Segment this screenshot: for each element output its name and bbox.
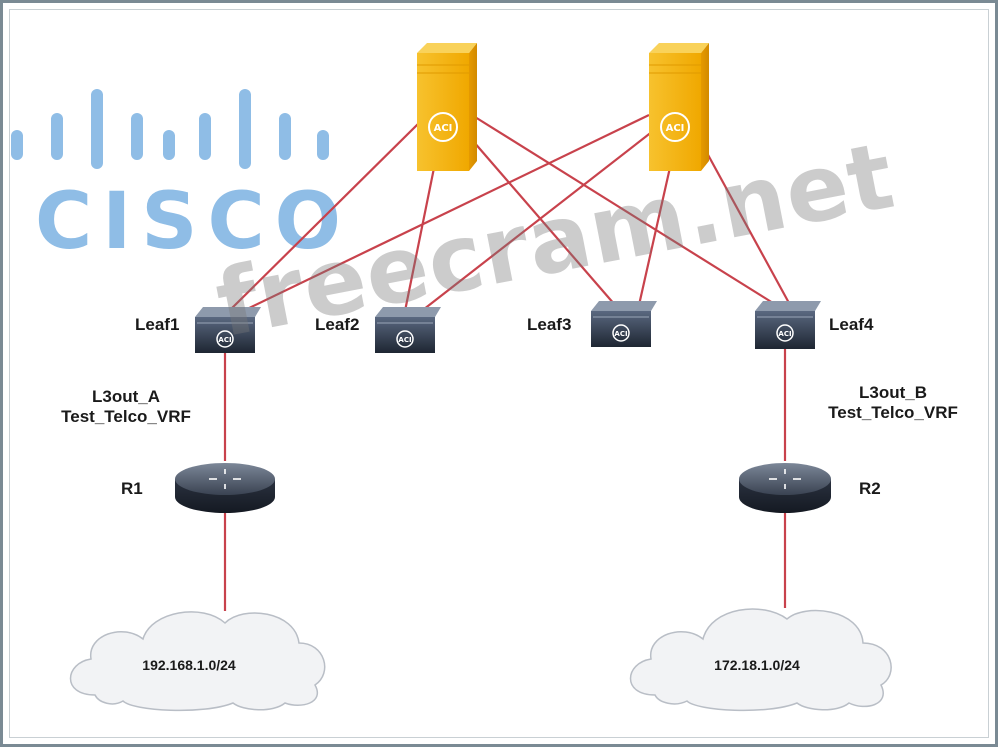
leaf2-label: Leaf2 xyxy=(315,315,360,334)
router-r2-label: R2 xyxy=(859,479,881,498)
cloud-left-shape xyxy=(69,611,326,712)
leaf-switch-1: ACI xyxy=(195,307,261,353)
router-r1 xyxy=(175,463,275,513)
link-spine1-leaf1 xyxy=(228,120,422,312)
link-spine2-leaf4 xyxy=(706,152,790,304)
l3out-a-vrf: Test_Telco_VRF xyxy=(61,406,191,426)
spine2-badge: ACI xyxy=(666,123,685,134)
link-spine1-leaf2 xyxy=(403,162,437,312)
l3out-b-block: L3out_B Test_Telco_VRF xyxy=(808,383,978,422)
cisco-logo-bars xyxy=(11,89,329,169)
router-r1-arrows-icon xyxy=(209,469,241,489)
leaf3-label: Leaf3 xyxy=(527,315,572,334)
leaf-switch-3: ACI xyxy=(591,301,657,347)
link-spine2-leaf3 xyxy=(637,162,673,306)
router-r1-label: R1 xyxy=(121,479,143,498)
cloud-right-subnet: 172.18.1.0/24 xyxy=(714,657,800,673)
link-spine1-leaf3 xyxy=(472,140,616,306)
leaf4-label: Leaf4 xyxy=(829,315,874,334)
link-spine2-leaf2 xyxy=(418,130,654,314)
link-spine2-leaf1 xyxy=(242,114,650,312)
spine-switch-1: ACI xyxy=(417,43,477,171)
leaf1-label: Leaf1 xyxy=(135,315,180,334)
router-r2 xyxy=(739,463,831,513)
topology-svg: ACI ACI ACI ACI xyxy=(69,43,892,712)
link-spine1-leaf4 xyxy=(474,116,774,304)
cisco-logo-word: CISCO xyxy=(35,177,351,267)
fabric-links xyxy=(223,114,790,611)
cloud-right-shape xyxy=(629,608,892,712)
router-r2-arrows-icon xyxy=(769,469,801,489)
l3out-b-name: L3out_B xyxy=(859,383,927,402)
leaf3-badge: ACI xyxy=(614,330,627,338)
leaf4-badge: ACI xyxy=(778,330,791,338)
l3out-b-vrf: Test_Telco_VRF xyxy=(828,402,958,422)
leaf2-badge: ACI xyxy=(398,336,411,344)
l3out-a-name: L3out_A xyxy=(92,387,160,406)
leaf1-badge: ACI xyxy=(218,336,231,344)
leaf-switch-2: ACI xyxy=(375,307,441,353)
l3out-a-block: L3out_A Test_Telco_VRF xyxy=(41,387,211,426)
spine-switch-2: ACI xyxy=(649,43,709,171)
spine1-badge: ACI xyxy=(434,123,453,134)
leaf-switch-4: ACI xyxy=(755,301,821,349)
cloud-left-subnet: 192.168.1.0/24 xyxy=(142,657,236,673)
